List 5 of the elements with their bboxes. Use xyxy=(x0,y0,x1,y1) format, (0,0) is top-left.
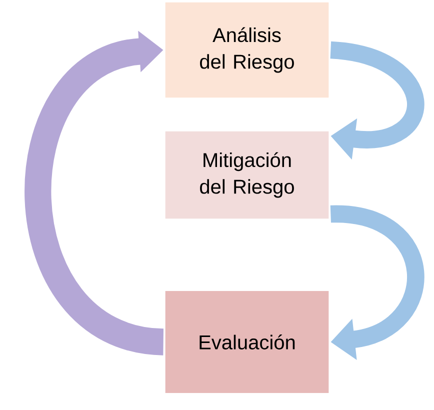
process-box: Análisis del Riesgo xyxy=(163,0,331,100)
process-box: Mitigación del Riesgo xyxy=(163,129,331,221)
process-box: Evaluación xyxy=(163,289,331,395)
curved-arrow xyxy=(24,30,166,356)
curved-arrow xyxy=(330,41,424,160)
